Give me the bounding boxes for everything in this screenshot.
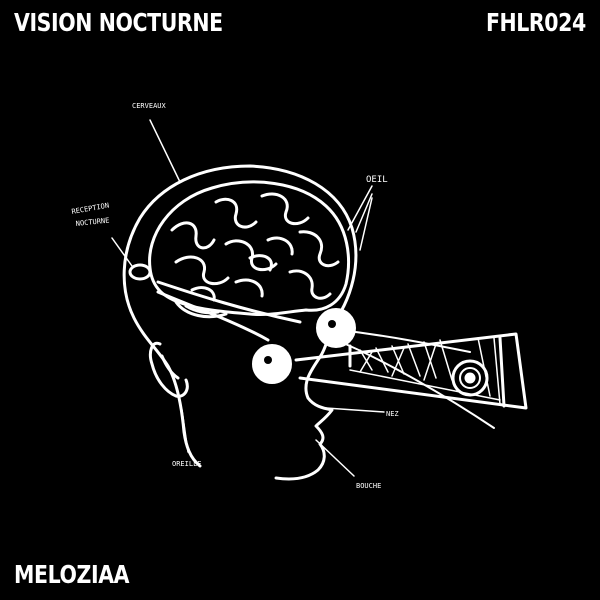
left-eye-glow — [252, 344, 292, 384]
label-bouche: BOUCHE — [356, 482, 381, 490]
light-beam-cone — [294, 332, 528, 410]
album-title: VISION NOCTURNE — [14, 8, 223, 37]
label-oreille: OREILLE — [172, 460, 202, 468]
catalog-number: FHLR024 — [486, 8, 586, 37]
label-reception-line2: NOCTURNE — [75, 217, 109, 228]
face-profile — [274, 326, 334, 481]
beam-target-icon — [451, 359, 489, 397]
label-oeil: OEIL — [366, 175, 388, 185]
label-reception-line1: RECEPTION — [71, 202, 110, 216]
label-cerveaux: CERVEAUX — [132, 102, 167, 110]
glowing-eyes — [252, 308, 356, 384]
brain-outline — [148, 180, 350, 316]
head-outline — [122, 164, 358, 468]
artist-name: MELOZIAA — [14, 560, 130, 589]
right-eye-glow — [316, 308, 356, 348]
ear-outline — [148, 341, 189, 398]
label-nez: NEZ — [386, 410, 399, 418]
